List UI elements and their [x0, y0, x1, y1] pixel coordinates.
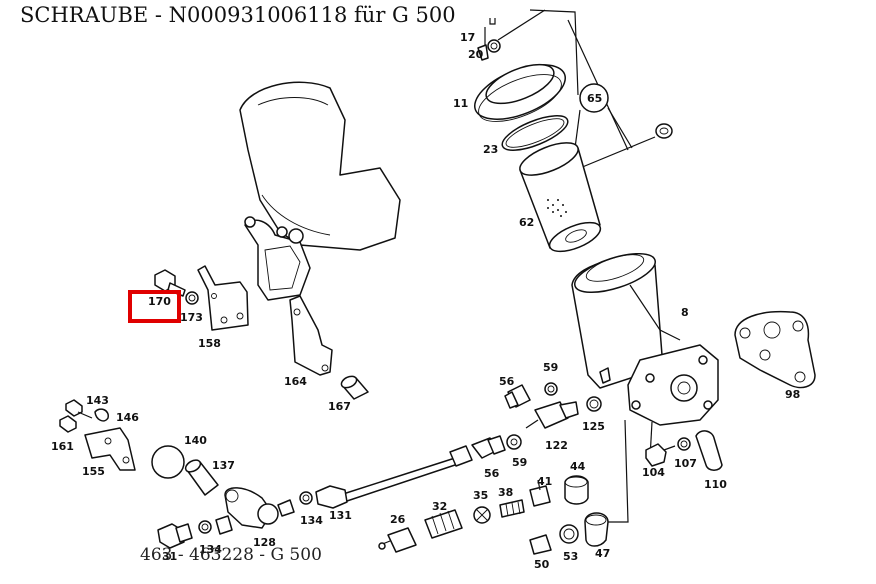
- sleeve-137: [184, 459, 219, 496]
- label-140[interactable]: 140: [184, 434, 207, 447]
- bracket-158: [197, 265, 249, 331]
- sensor-line: [299, 445, 473, 509]
- label-167[interactable]: 167: [328, 400, 351, 413]
- label-131[interactable]: 131: [329, 509, 352, 522]
- filter-cap: [473, 9, 629, 151]
- sleeve-167: [340, 375, 369, 400]
- gasket: [734, 310, 816, 389]
- label-50[interactable]: 50: [534, 558, 550, 571]
- label-137[interactable]: 137: [212, 459, 235, 472]
- label-65[interactable]: 65: [587, 92, 602, 105]
- filter-housing: [571, 252, 719, 523]
- label-8[interactable]: 8: [681, 306, 689, 319]
- label-32[interactable]: 32: [432, 500, 447, 513]
- label-26[interactable]: 26: [390, 513, 406, 526]
- label-35[interactable]: 35: [473, 489, 488, 502]
- right-bottom-parts: [529, 475, 609, 555]
- label-104[interactable]: 104: [642, 466, 665, 479]
- o-ring-23: [501, 115, 569, 151]
- callout-65: [574, 83, 633, 149]
- catalog-reference: 463 - 463228 - G 500: [140, 545, 322, 565]
- seal-ring: [655, 123, 673, 139]
- label-173[interactable]: 173: [180, 311, 203, 324]
- right-middle-parts: [645, 430, 723, 471]
- label-47[interactable]: 47: [595, 547, 610, 560]
- label-31[interactable]: 31: [162, 550, 177, 563]
- label-158[interactable]: 158: [198, 337, 221, 350]
- label-41[interactable]: 41: [537, 475, 552, 488]
- label-110[interactable]: 110: [704, 478, 727, 491]
- cap-140: [151, 445, 185, 479]
- label-62[interactable]: 62: [519, 216, 534, 229]
- label-59-lower[interactable]: 59: [512, 456, 527, 469]
- sensor-upper: [504, 382, 602, 429]
- label-146[interactable]: 146: [116, 411, 139, 424]
- label-11[interactable]: 11: [453, 97, 468, 110]
- label-107[interactable]: 107: [674, 457, 697, 470]
- label-122[interactable]: 122: [545, 439, 568, 452]
- label-143[interactable]: 143: [86, 394, 109, 407]
- engine-housing: [239, 81, 401, 301]
- label-44[interactable]: 44: [570, 460, 586, 473]
- label-23[interactable]: 23: [483, 143, 498, 156]
- label-59-upper[interactable]: 59: [543, 361, 558, 374]
- label-56-upper[interactable]: 56: [499, 375, 515, 388]
- page-title: SCHRAUBE - N000931006118 für G 500: [20, 3, 456, 27]
- label-128[interactable]: 128: [253, 536, 276, 549]
- washer-173: [185, 291, 199, 305]
- label-134-upper[interactable]: 134: [300, 514, 323, 527]
- label-155[interactable]: 155: [82, 465, 105, 478]
- label-164[interactable]: 164: [284, 375, 307, 388]
- bracket-155: [84, 427, 136, 471]
- label-53[interactable]: 53: [563, 550, 578, 563]
- label-134-lower[interactable]: 134: [199, 543, 222, 556]
- bracket-164: [289, 295, 333, 376]
- bottom-parts: [378, 479, 551, 553]
- label-125[interactable]: 125: [582, 420, 605, 433]
- label-38[interactable]: 38: [498, 486, 513, 499]
- label-56-lower[interactable]: 56: [484, 467, 500, 480]
- label-17[interactable]: 17: [460, 31, 475, 44]
- highlight-frame: [128, 290, 181, 323]
- label-161[interactable]: 161: [51, 440, 74, 453]
- label-170[interactable]: 170: [148, 295, 171, 308]
- label-20[interactable]: 20: [468, 48, 484, 61]
- bolt-group-143: [59, 399, 109, 433]
- sender-128: [224, 487, 295, 529]
- label-98[interactable]: 98: [785, 388, 800, 401]
- filter-element: [519, 142, 602, 253]
- fitting-56-lower: [471, 434, 522, 459]
- nut-134-lower: [157, 515, 233, 549]
